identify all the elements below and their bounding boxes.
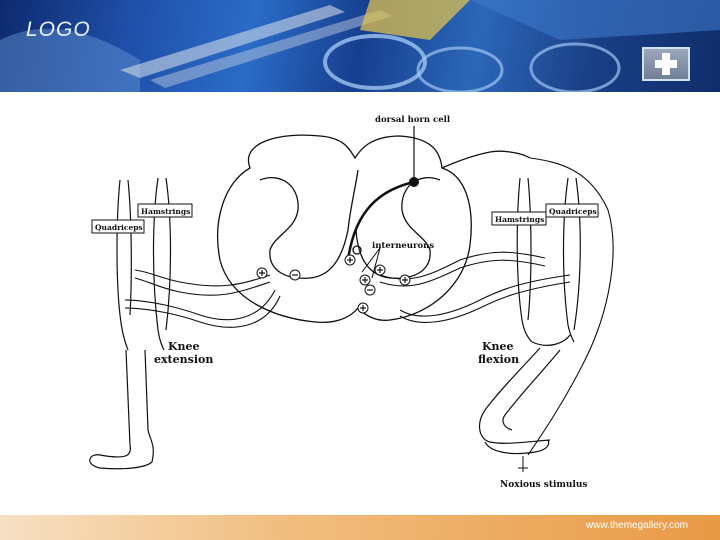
medical-cross-icon: [642, 47, 690, 81]
header-background-art: [0, 0, 720, 92]
footer-url: www.themegallery.com: [586, 520, 688, 531]
logo: LOGO: [26, 18, 91, 42]
dorsal-horn-cell-label: dorsal horn cell: [375, 115, 451, 125]
reflex-diagram: dorsal horn cell interneurons Hamstrings…: [80, 110, 640, 510]
knee-flexion-label-line2: flexion: [478, 353, 519, 366]
noxious-stimulus-label: Noxious stimulus: [500, 480, 588, 490]
footer-bar: www.themegallery.com: [0, 515, 720, 540]
quadriceps-left-label: Quadriceps: [95, 223, 143, 232]
knee-extension-label-line1: Knee: [168, 340, 200, 353]
quadriceps-right-label: Quadriceps: [549, 207, 597, 216]
knee-extension-label-line2: extension: [154, 353, 213, 366]
header-banner: LOGO: [0, 0, 720, 92]
knee-flexion-label-line1: Knee: [482, 340, 514, 353]
hamstrings-left-label: Hamstrings: [141, 207, 190, 216]
hamstrings-right-label: Hamstrings: [495, 215, 544, 224]
interneurons-label: interneurons: [372, 241, 434, 251]
